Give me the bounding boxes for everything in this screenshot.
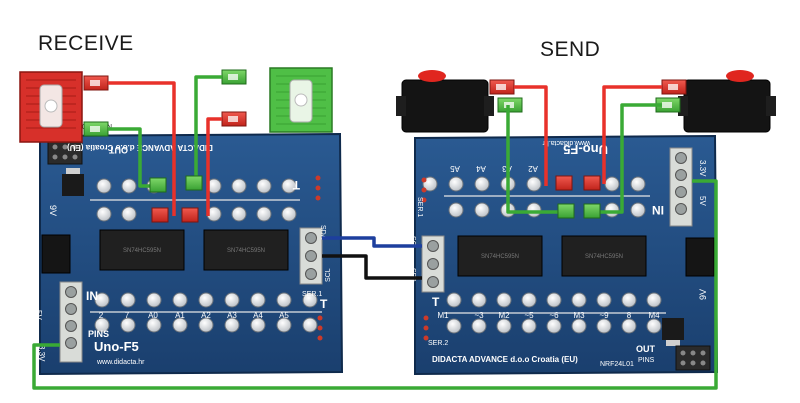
right-tpin-1: A4 bbox=[476, 164, 486, 173]
left-9v-label: 9V bbox=[48, 205, 58, 216]
right-pin-connectors bbox=[555, 175, 601, 219]
right-tpin-0: A5 bbox=[450, 164, 460, 173]
receive-green-module bbox=[221, 67, 333, 133]
left-out-label: OUT bbox=[109, 145, 129, 155]
wire-receive-red bbox=[108, 81, 176, 216]
right-ser1-label: SER.1 bbox=[416, 197, 423, 217]
left-sda-label: SDA bbox=[319, 225, 326, 240]
wire-send-red-1 bbox=[514, 85, 548, 186]
send-heading: SEND bbox=[540, 38, 601, 61]
right-bpin-6: 8 bbox=[627, 311, 632, 320]
left-bottom-pins bbox=[94, 292, 318, 333]
left-model-label: Uno-F5 bbox=[94, 339, 139, 354]
right-bpin-0: ~3 bbox=[474, 311, 484, 320]
left-bpin-2: A0 bbox=[148, 311, 158, 320]
wire-receive-red-2 bbox=[206, 117, 222, 216]
left-bpin-4: A2 bbox=[201, 311, 211, 320]
right-bpin-3: ~6 bbox=[549, 311, 559, 320]
left-t-label: T bbox=[320, 297, 328, 311]
right-bpin-5: ~9 bbox=[599, 311, 609, 320]
left-5v-label: 5V bbox=[34, 310, 43, 320]
left-pins-label: PINS bbox=[88, 329, 109, 339]
right-m1-label: M1 bbox=[437, 311, 449, 320]
right-in-label: IN bbox=[652, 203, 664, 217]
right-chip-2: SN74HC595N bbox=[561, 235, 647, 277]
wire-send-green-2 bbox=[598, 103, 662, 214]
right-t-label: T bbox=[432, 295, 440, 309]
left-bpin-7: A5 bbox=[279, 311, 289, 320]
left-pin-connectors bbox=[149, 175, 203, 223]
receive-red-module bbox=[19, 71, 109, 143]
right-ser2-label: SER.2 bbox=[428, 340, 448, 347]
wire-send-green-1 bbox=[506, 105, 566, 214]
receive-heading: RECEIVE bbox=[38, 32, 134, 55]
left-url-label: www.didacta.hr bbox=[96, 359, 145, 366]
right-bottom-pins bbox=[446, 292, 662, 334]
right-pins-label: PINS bbox=[638, 357, 655, 364]
right-url-label: www.didacta.hr bbox=[542, 139, 591, 146]
left-bpin-6: A4 bbox=[253, 311, 263, 320]
left-bpin-3: A1 bbox=[175, 311, 185, 320]
wires bbox=[32, 75, 718, 390]
right-9v-label: 9V bbox=[698, 289, 708, 300]
right-3v3-label: 3.3V bbox=[698, 160, 707, 177]
left-bpin-0: 2 bbox=[99, 311, 104, 320]
left-scl-label: SCL bbox=[325, 268, 332, 282]
left-3v3-label: 3.3V bbox=[37, 345, 46, 362]
left-bpin-1: 7 bbox=[125, 311, 130, 320]
wire-send-red-2 bbox=[602, 85, 662, 184]
right-chip-1: SN74HC595N bbox=[457, 235, 543, 277]
wire-i2c-black bbox=[322, 254, 422, 280]
right-top-pins bbox=[422, 176, 646, 218]
right-i2c-terminal bbox=[421, 235, 445, 293]
left-chip-1-label: SN74HC595N bbox=[123, 248, 161, 254]
wire-power-green bbox=[32, 179, 718, 390]
left-chip-2: SN74HC595N bbox=[203, 229, 289, 271]
left-chip-1: SN74HC595N bbox=[99, 229, 185, 271]
send-button-right bbox=[655, 70, 776, 133]
right-bpin-2: ~5 bbox=[524, 311, 534, 320]
right-board: SN74HC595N SN74HC595N bbox=[409, 134, 719, 376]
left-chip-2-label: SN74HC595N bbox=[227, 248, 265, 254]
right-scl-label: SCL bbox=[409, 236, 416, 250]
left-in-label: IN bbox=[86, 289, 98, 303]
wire-receive-green-2 bbox=[194, 75, 222, 182]
left-board: SN74HC595N SN74HC595N bbox=[34, 122, 344, 376]
right-sda-label: SDA bbox=[409, 268, 416, 283]
left-i2c-terminal bbox=[299, 227, 323, 285]
wire-i2c-blue bbox=[322, 236, 422, 248]
left-ser1-label: SER.1 bbox=[302, 291, 322, 298]
right-chip-1-label: SN74HC595N bbox=[481, 254, 519, 260]
right-terminal-block bbox=[669, 147, 693, 227]
right-maker-label: DIDACTA ADVANCE d.o.o Croatia (EU) bbox=[432, 355, 578, 364]
right-tpin-3: A2 bbox=[528, 164, 538, 173]
left-bpin-5: A3 bbox=[227, 311, 237, 320]
right-model-label: Uno-F5 bbox=[563, 142, 608, 157]
wire-receive-green bbox=[108, 127, 158, 188]
left-terminal-block bbox=[59, 281, 83, 363]
right-5v-label: 5V bbox=[698, 196, 707, 206]
right-module-label: NRF24L01 bbox=[600, 361, 634, 368]
right-bpin-1: M2 bbox=[498, 311, 510, 320]
right-chip-2-label: SN74HC595N bbox=[585, 254, 623, 260]
right-out-label: OUT bbox=[636, 344, 656, 354]
right-bpin-7: M4 bbox=[648, 311, 660, 320]
left-t-top-label: T bbox=[292, 178, 300, 192]
receive-green-connector bbox=[83, 121, 109, 137]
right-bpin-4: M3 bbox=[573, 311, 585, 320]
send-button-left bbox=[396, 70, 523, 133]
